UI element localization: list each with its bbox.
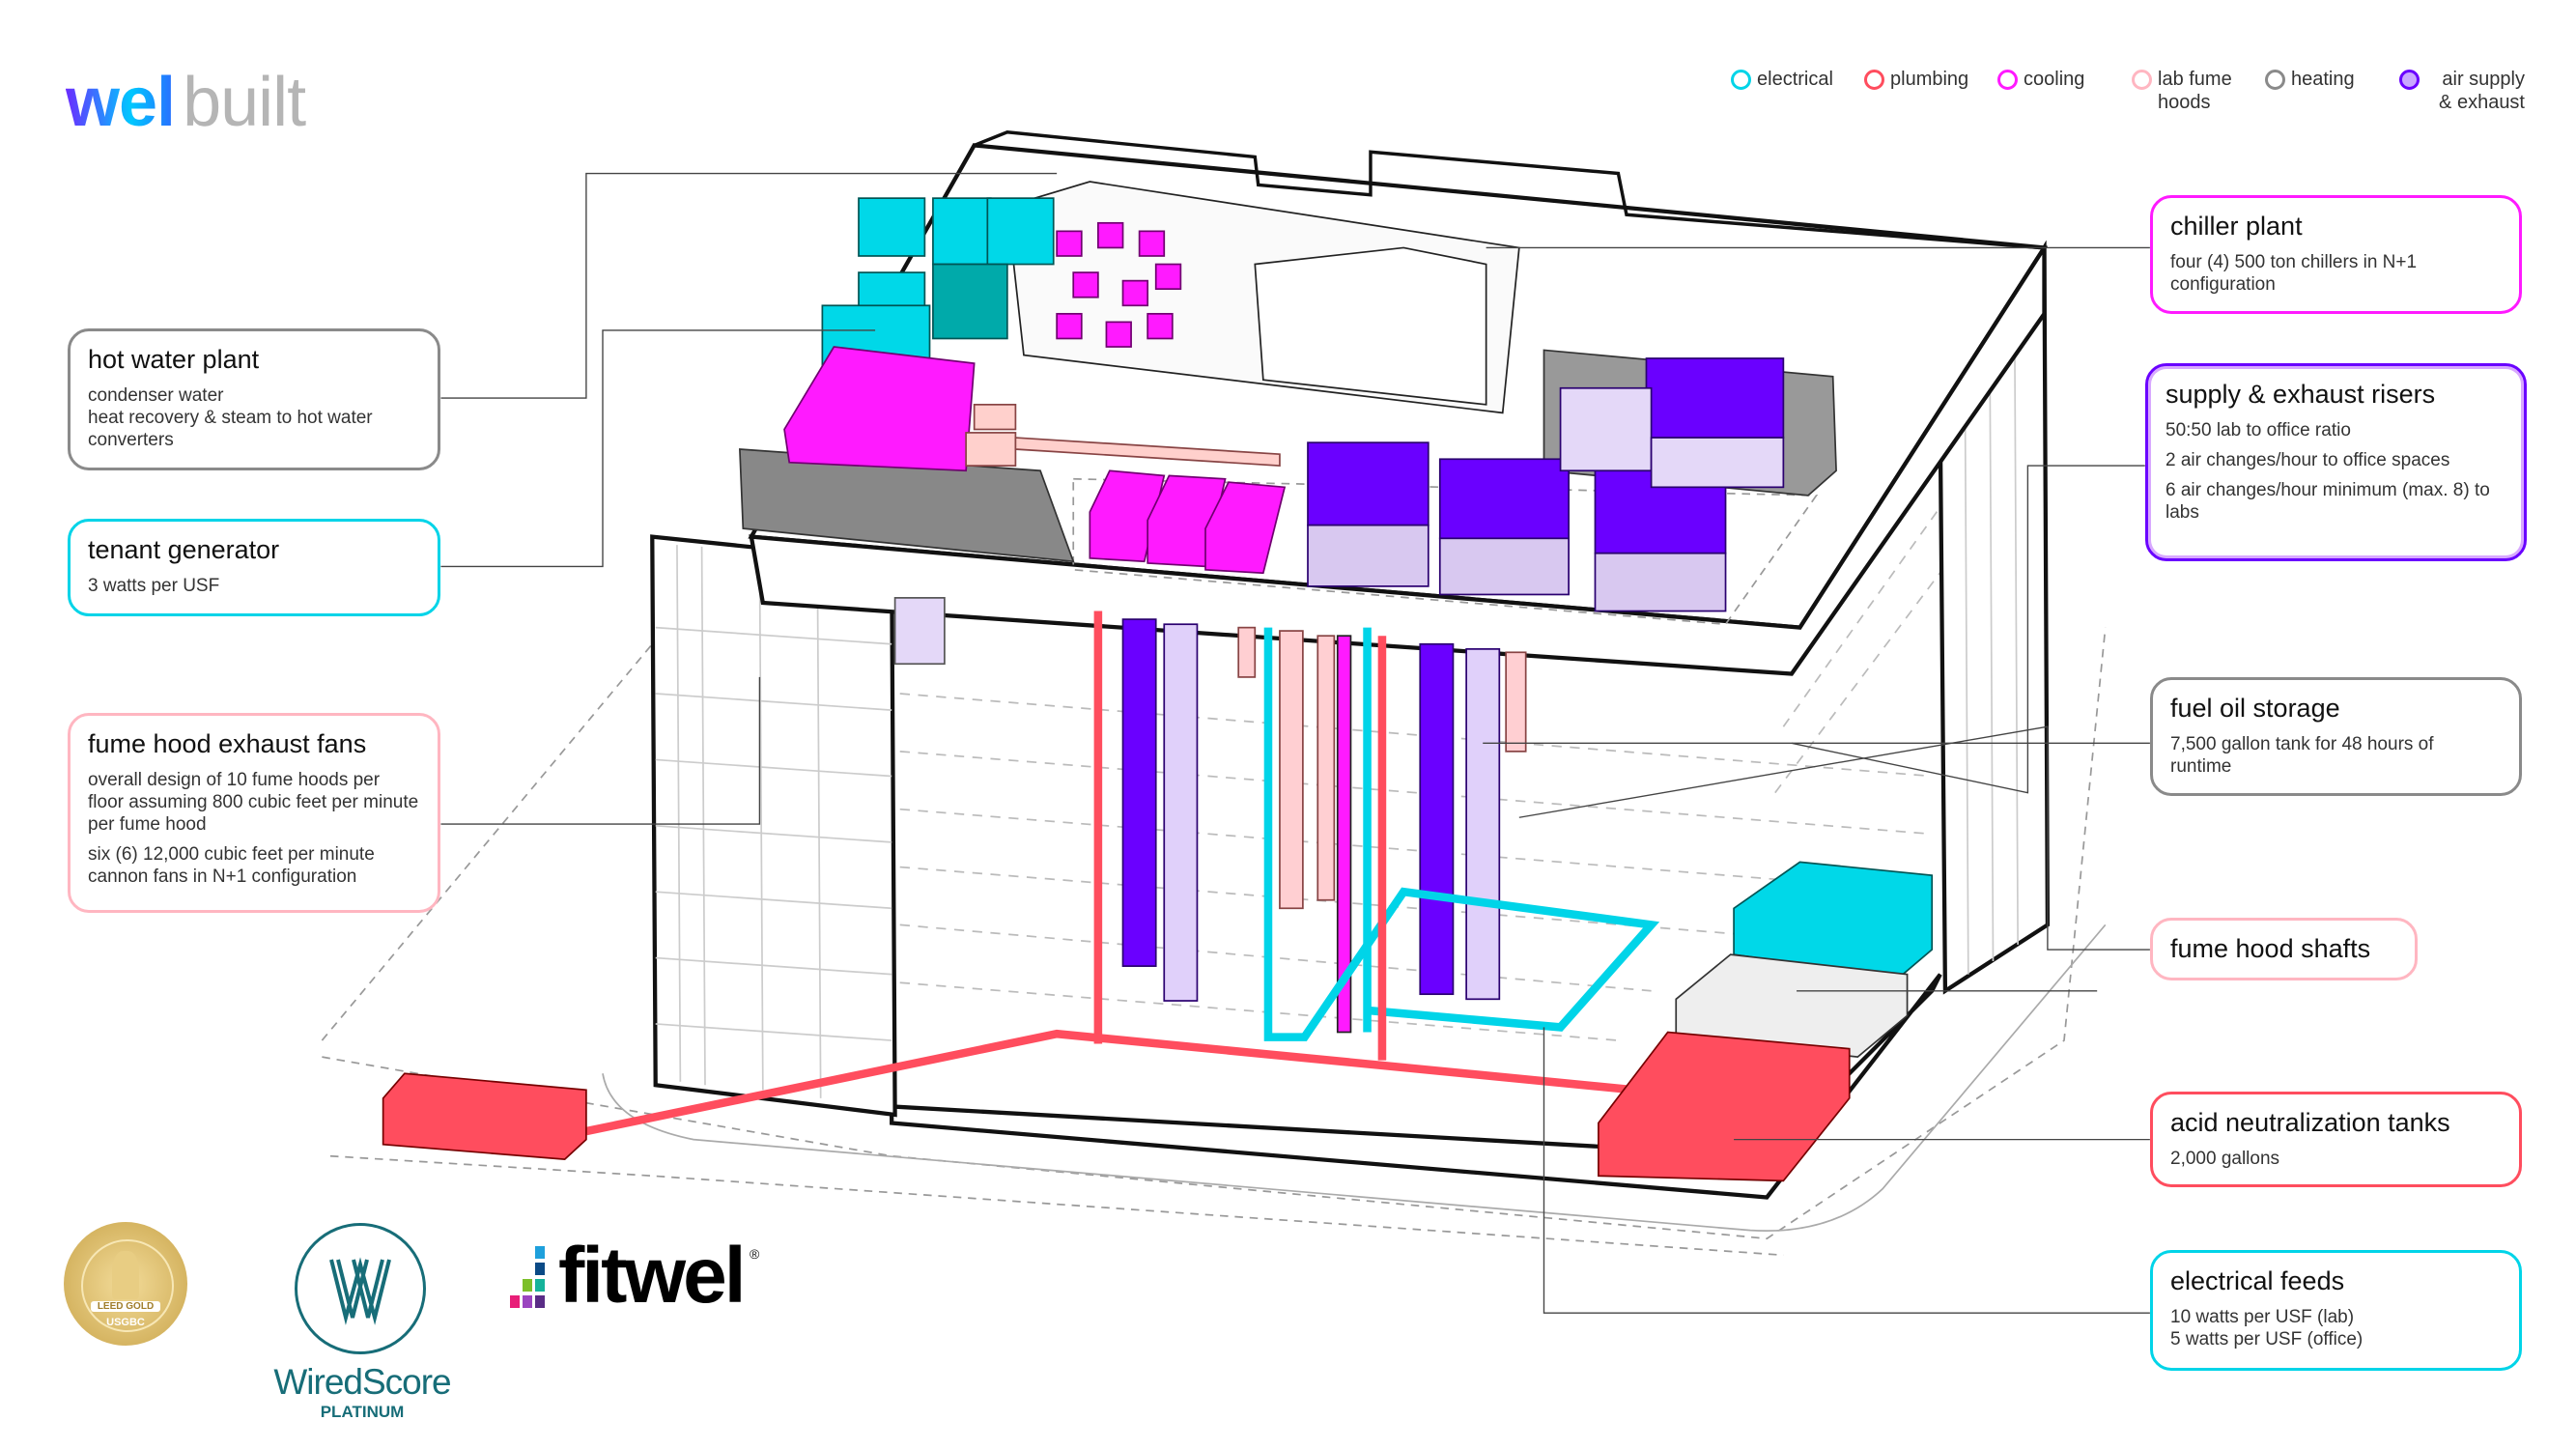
plumbing-pipes [585, 611, 1635, 1136]
plumbing-ring-icon [1864, 70, 1884, 90]
fitwel-wordmark: fitwel [558, 1232, 747, 1320]
electrical-ring-icon [1731, 70, 1751, 90]
leader-lines [440, 172, 2150, 1314]
fume-hood-shafts [1237, 626, 1527, 910]
roof-slab-edge [749, 241, 2047, 676]
legend-label: cooling [2024, 69, 2085, 90]
callout-title: fuel oil storage [2170, 694, 2340, 723]
callout-fuel-oil-storage: fuel oil storage 7,500 gallon tank for 4… [2150, 677, 2522, 796]
leed-gold-label: LEED GOLD [91, 1301, 160, 1312]
legend-label: air supply & exhaust [2439, 69, 2525, 113]
heating-ring-icon [2265, 70, 2285, 90]
callout-text: overall design of 10 fume hoods per floo… [88, 770, 419, 835]
callout-title: tenant generator [88, 535, 280, 564]
electrical-feeds [1263, 627, 1660, 1041]
leaf-icon [112, 1251, 139, 1299]
legend-air-supply: air supply & exhaust [2399, 68, 2525, 114]
plumbing-tank-left [382, 1072, 587, 1161]
fitwel-squares-icon [510, 1246, 549, 1314]
legend-label: heating [2291, 69, 2355, 90]
wiredscore-w-icon [329, 1257, 391, 1325]
callout-acid-neutralization-tanks: acid neutralization tanks 2,000 gallons [2150, 1092, 2522, 1187]
callout-title: fume hood exhaust fans [88, 729, 367, 758]
leed-inner-ring [81, 1239, 174, 1332]
callout-title: supply & exhaust risers [2166, 380, 2436, 409]
callout-title: acid neutralization tanks [2170, 1108, 2450, 1137]
fitwel-registered-mark: ® [750, 1246, 760, 1262]
site-ground-outline [321, 593, 2107, 1257]
lab-fume-ring-icon [2132, 70, 2152, 90]
cooling-ring-icon [1997, 70, 2018, 90]
legend-label: lab fume hoods [2158, 69, 2232, 113]
callout-text: six (6) 12,000 cubic feet per minute can… [88, 844, 375, 887]
callout-chiller-plant: chiller plant four (4) 500 ton chillers … [2150, 195, 2522, 314]
fume-hood-exhaust-fans [965, 403, 1281, 468]
air-handling-units [1307, 357, 1785, 612]
left-tower-grid [655, 545, 892, 1098]
cooling-tower [783, 346, 976, 472]
legend-label: electrical [1757, 69, 1833, 90]
legend-plumbing: plumbing [1864, 68, 1968, 91]
callout-text: heat recovery & steam to hot water conve… [88, 408, 373, 450]
right-tower-grid [1964, 305, 2019, 975]
legend-heating: heating [2265, 68, 2355, 91]
callout-tenant-generator: tenant generator 3 watts per USF [68, 519, 440, 616]
callout-title: electrical feeds [2170, 1266, 2345, 1295]
callout-hot-water-plant: hot water plant condenser water heat rec… [68, 328, 440, 470]
callout-fume-hood-exhaust-fans: fume hood exhaust fans overall design of… [68, 713, 440, 913]
callout-electrical-feeds: electrical feeds 10 watts per USF (lab) … [2150, 1250, 2522, 1371]
callout-text: four (4) 500 ton chillers in N+1 configu… [2170, 252, 2418, 295]
air-supply-ring-icon [2399, 70, 2420, 90]
callout-text: 5 watts per USF (office) [2170, 1329, 2364, 1350]
site-curb [602, 923, 2107, 1232]
callout-text: 2 air changes/hour to office spaces [2166, 450, 2450, 470]
callout-text: 50:50 lab to office ratio [2166, 420, 2351, 440]
callout-text: 3 watts per USF [88, 576, 220, 596]
acid-neutralization-tanks [1598, 1031, 1851, 1182]
floor-lines [899, 429, 1950, 1041]
usgbc-label: USGBC [106, 1317, 145, 1328]
callout-title: chiller plant [2170, 212, 2303, 241]
tenant-generator-block [932, 263, 1008, 340]
legend-electrical: electrical [1731, 68, 1833, 91]
callout-text: 7,500 gallon tank for 48 hours of runtim… [2170, 734, 2434, 777]
callout-fume-hood-shafts: fume hood shafts [2150, 918, 2418, 980]
cooling-riser [1336, 635, 1352, 1034]
air-unit-level-2 [893, 597, 946, 666]
legend: electrical plumbing cooling lab fume hoo… [0, 68, 2576, 126]
wiredscore-seal [295, 1223, 426, 1354]
callout-supply-exhaust-risers: supply & exhaust risers 50:50 lab to off… [2145, 363, 2527, 561]
legend-lab-fume-hoods: lab fume hoods [2132, 68, 2238, 114]
legend-label: plumbing [1890, 69, 1969, 90]
callout-text: 6 air changes/hour minimum (max. 8) to l… [2166, 480, 2490, 523]
callout-title: fume hood shafts [2170, 934, 2371, 963]
chillers [1056, 221, 1182, 348]
legend-cooling: cooling [1997, 68, 2084, 91]
logo-wel: wel [66, 64, 176, 141]
penthouse-box [1254, 246, 1487, 406]
roof-parapet [974, 130, 2040, 250]
wiredscore-wordmark: WiredScore [273, 1362, 451, 1402]
left-tower [650, 534, 897, 1118]
air-risers [1121, 618, 1501, 1002]
logo-built: built [183, 64, 306, 141]
callout-text: 10 watts per USF (lab) [2170, 1307, 2355, 1327]
leed-gold-badge: LEED GOLD USGBC [64, 1222, 187, 1346]
wiredscore-platinum: PLATINUM [320, 1403, 405, 1421]
callout-title: hot water plant [88, 345, 260, 374]
cooling-units-roof [1089, 469, 1287, 575]
callout-text: 2,000 gallons [2170, 1149, 2280, 1169]
callout-text: condenser water [88, 385, 224, 406]
